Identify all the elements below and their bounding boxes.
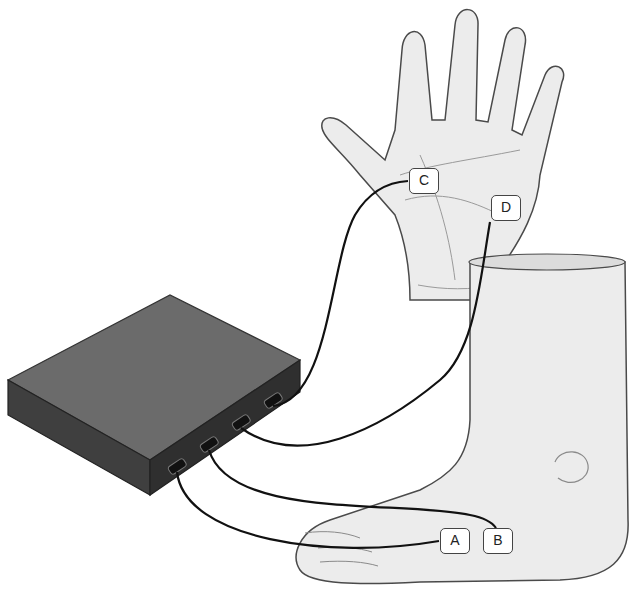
electrode-pad: B — [483, 528, 513, 554]
device-ports — [167, 392, 283, 476]
electrode-letter: C — [419, 173, 429, 188]
electrode-letter: D — [501, 200, 511, 215]
electrode-pad: D — [491, 195, 521, 221]
device-front — [8, 380, 150, 495]
leg-cut — [469, 254, 625, 270]
electrode-letter: B — [493, 533, 502, 548]
electrode-wire — [177, 181, 496, 548]
electrode-pad: A — [440, 528, 470, 554]
ankle-bone — [555, 452, 588, 483]
electrode-letter: A — [450, 533, 459, 548]
foot — [296, 262, 628, 584]
electrode-pad: C — [409, 168, 439, 194]
